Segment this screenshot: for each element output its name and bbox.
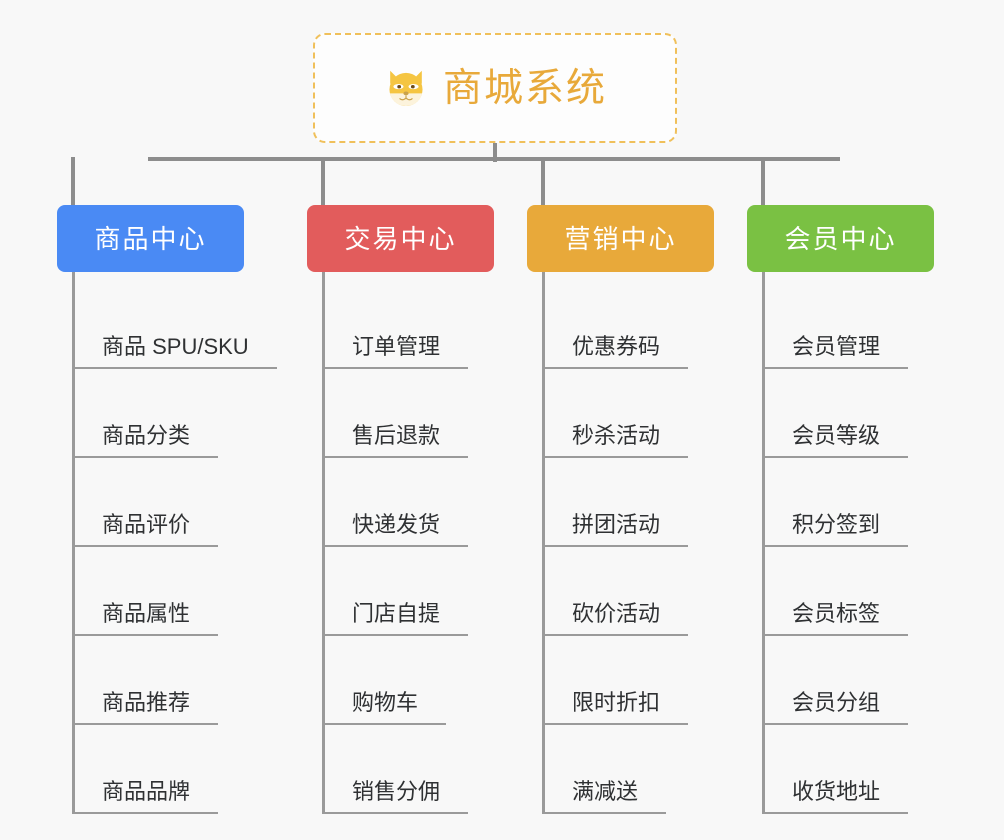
leaf-underline: 会员分组 (762, 689, 909, 725)
leaf-underline: 商品分类 (72, 422, 219, 458)
category-label: 交易中心 (344, 223, 457, 254)
leaf-item[interactable]: 商品分类 (72, 369, 219, 458)
leaf-item[interactable]: 快递发货 (322, 458, 469, 547)
leaf-underline: 商品 SPU/SKU (72, 333, 277, 369)
leaf-item-label: 会员管理 (792, 333, 881, 359)
leaf-underline: 商品品牌 (72, 778, 219, 814)
leaf-item-label: 快递发货 (352, 511, 441, 537)
leaf-underline: 商品评价 (72, 511, 219, 547)
root-title: 商城系统 (442, 66, 607, 110)
leaf-underline: 商品属性 (72, 600, 219, 636)
leaf-item-label: 商品评价 (102, 511, 191, 537)
leaf-item-label: 门店自提 (352, 600, 441, 626)
leaf-item[interactable]: 会员标签 (762, 547, 909, 636)
leaf-underline: 门店自提 (322, 600, 469, 636)
category-label: 营销中心 (564, 223, 677, 254)
leaf-item[interactable]: 购物车 (322, 636, 447, 725)
leaf-item[interactable]: 满减送 (542, 725, 667, 814)
leaf-item-label: 会员标签 (792, 600, 881, 626)
leaf-item-label: 商品推荐 (102, 689, 191, 715)
connector-drop-2 (321, 157, 325, 205)
leaf-item-label: 商品分类 (102, 422, 191, 448)
leaf-item-label: 秒杀活动 (572, 422, 661, 448)
leaf-underline: 收货地址 (762, 778, 909, 814)
leaf-item-label: 会员分组 (792, 689, 881, 715)
connector-root-stem (493, 143, 497, 162)
leaf-underline: 会员等级 (762, 422, 909, 458)
leaf-underline: 限时折扣 (542, 689, 689, 725)
root-node-shop-system[interactable]: 商城系统 (313, 33, 677, 143)
leaf-item[interactable]: 商品 SPU/SKU (72, 280, 277, 369)
column-spine (542, 272, 545, 814)
connector-horizontal-bar (148, 157, 840, 161)
leaf-item[interactable]: 收货地址 (762, 725, 909, 814)
leaf-item[interactable]: 售后退款 (322, 369, 469, 458)
leaf-item-label: 优惠券码 (572, 333, 661, 359)
leaf-underline: 商品推荐 (72, 689, 219, 725)
leaf-item-label: 积分签到 (792, 511, 881, 537)
leaf-item[interactable]: 销售分佣 (322, 725, 469, 814)
leaf-item[interactable]: 优惠券码 (542, 280, 689, 369)
leaf-item-label: 售后退款 (352, 422, 441, 448)
leaf-item-label: 商品品牌 (102, 778, 191, 804)
leaf-item-label: 收货地址 (792, 778, 881, 804)
category-label: 商品中心 (94, 223, 207, 254)
leaf-item[interactable]: 砍价活动 (542, 547, 689, 636)
category-box-3[interactable]: 营销中心 (527, 205, 714, 272)
leaf-underline: 快递发货 (322, 511, 469, 547)
shiba-dog-icon (383, 65, 429, 111)
leaf-item-label: 商品 SPU/SKU (102, 333, 249, 359)
leaf-underline: 会员管理 (762, 333, 909, 369)
leaf-item[interactable]: 商品品牌 (72, 725, 219, 814)
leaf-item[interactable]: 订单管理 (322, 280, 469, 369)
leaf-underline: 砍价活动 (542, 600, 689, 636)
leaf-item[interactable]: 商品评价 (72, 458, 219, 547)
leaf-item[interactable]: 拼团活动 (542, 458, 689, 547)
leaf-item-label: 订单管理 (352, 333, 441, 359)
leaf-item-label: 限时折扣 (572, 689, 661, 715)
leaf-item-label: 商品属性 (102, 600, 191, 626)
leaf-item[interactable]: 商品属性 (72, 547, 219, 636)
leaf-item[interactable]: 商品推荐 (72, 636, 219, 725)
leaf-underline: 积分签到 (762, 511, 909, 547)
leaf-underline: 订单管理 (322, 333, 469, 369)
category-box-4[interactable]: 会员中心 (747, 205, 934, 272)
leaf-underline: 优惠券码 (542, 333, 689, 369)
leaf-item[interactable]: 会员分组 (762, 636, 909, 725)
leaf-item[interactable]: 会员管理 (762, 280, 909, 369)
leaf-item[interactable]: 会员等级 (762, 369, 909, 458)
leaf-item[interactable]: 门店自提 (322, 547, 469, 636)
connector-drop-3 (541, 157, 545, 205)
category-box-1[interactable]: 商品中心 (57, 205, 244, 272)
leaf-underline: 秒杀活动 (542, 422, 689, 458)
column-spine (72, 272, 75, 814)
leaf-item-label: 销售分佣 (352, 778, 441, 804)
column-spine (322, 272, 325, 814)
leaf-underline: 会员标签 (762, 600, 909, 636)
category-box-2[interactable]: 交易中心 (307, 205, 494, 272)
connector-drop-4 (761, 157, 765, 205)
leaf-underline: 销售分佣 (322, 778, 469, 814)
leaf-underline: 满减送 (542, 778, 667, 814)
connector-drop-1 (71, 157, 75, 205)
leaf-item-label: 砍价活动 (572, 600, 661, 626)
leaf-underline: 售后退款 (322, 422, 469, 458)
leaf-underline: 拼团活动 (542, 511, 689, 547)
category-label: 会员中心 (784, 223, 897, 254)
column-spine (762, 272, 765, 814)
leaf-item-label: 购物车 (352, 689, 419, 715)
leaf-item-label: 拼团活动 (572, 511, 661, 537)
leaf-item[interactable]: 秒杀活动 (542, 369, 689, 458)
leaf-item[interactable]: 限时折扣 (542, 636, 689, 725)
leaf-item-label: 会员等级 (792, 422, 881, 448)
leaf-item[interactable]: 积分签到 (762, 458, 909, 547)
leaf-item-label: 满减送 (572, 778, 639, 804)
leaf-underline: 购物车 (322, 689, 447, 725)
